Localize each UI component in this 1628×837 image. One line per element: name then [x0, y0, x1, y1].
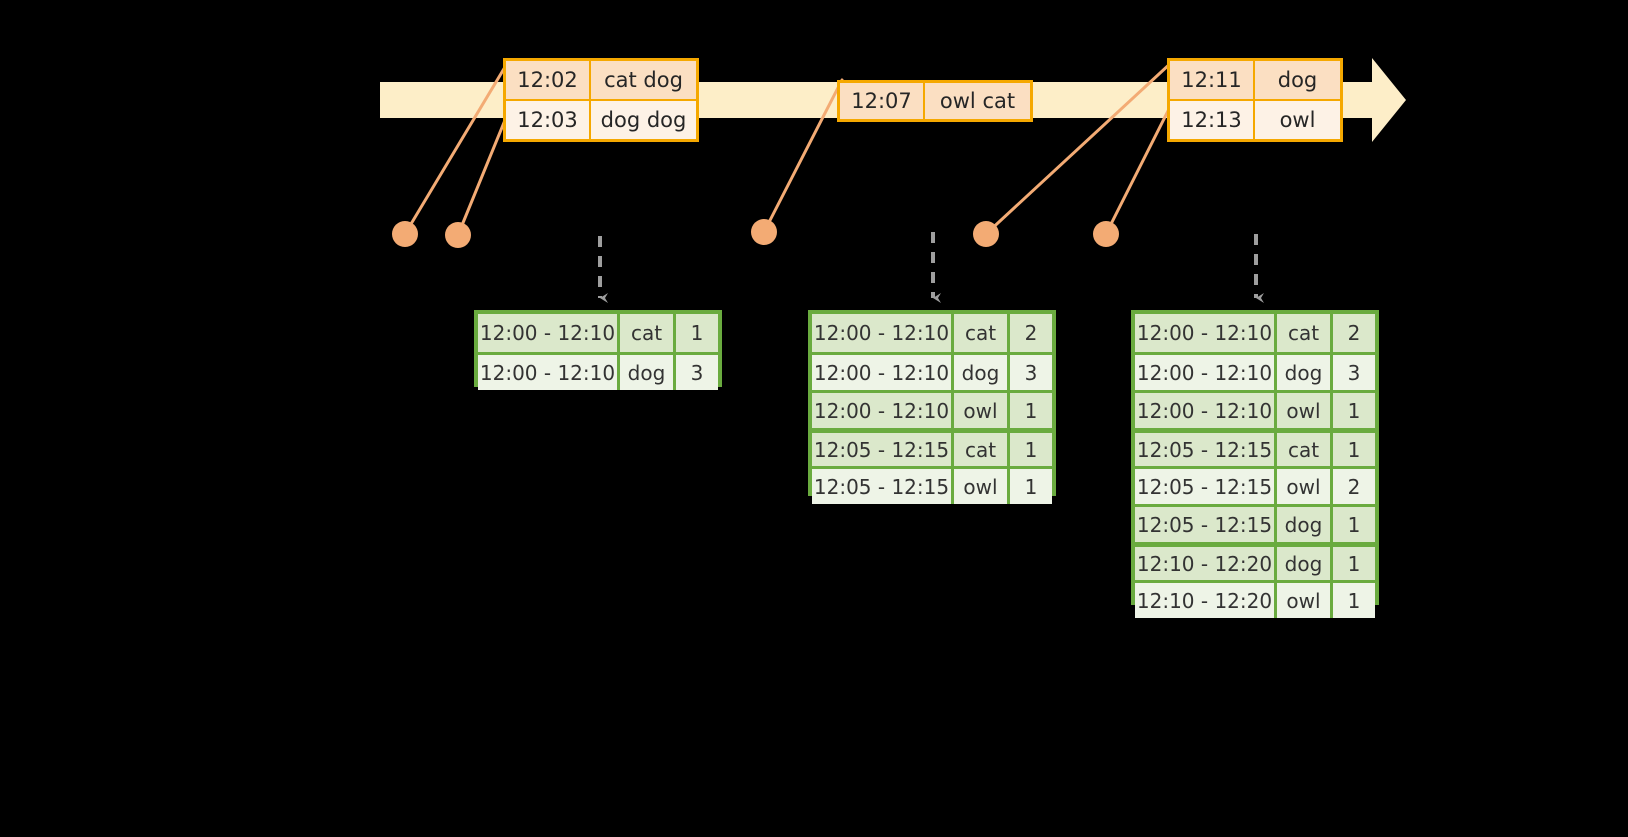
- event-time: 12:11: [1170, 61, 1255, 99]
- count-cell: 1: [1024, 437, 1038, 462]
- event-time: 12:13: [1170, 101, 1255, 139]
- event-words: owl cat: [939, 89, 1016, 113]
- word-cell: dog: [620, 355, 676, 390]
- word-cell: dog: [1277, 355, 1333, 390]
- event-box-1[interactable]: 12:02 cat dog 12:03 dog dog: [503, 58, 699, 142]
- count-cell: 1: [1347, 588, 1361, 613]
- count-cell: 1: [1024, 398, 1038, 423]
- event-dots: [392, 219, 1119, 248]
- event-box-3[interactable]: 12:11 dog 12:13 owl: [1167, 58, 1343, 142]
- count-cell: 1: [1347, 398, 1361, 423]
- event-words: owl: [1279, 108, 1316, 132]
- event-dot-1[interactable]: [392, 221, 418, 247]
- window-cell: 12:05 - 12:15: [1135, 507, 1277, 542]
- word-cell: owl: [1277, 583, 1333, 618]
- flow-arrows: [598, 232, 1264, 303]
- connector-5: [1104, 101, 1174, 236]
- window-cell: 12:00 - 12:10: [812, 393, 954, 428]
- word-cell: cat: [954, 314, 1010, 352]
- count-cell: 2: [1024, 321, 1038, 345]
- event-row: 12:07 owl cat: [840, 83, 1030, 119]
- word-cell: cat: [954, 433, 1010, 466]
- window-cell: 12:05 - 12:15: [812, 469, 954, 504]
- event-time: 12:02: [506, 61, 591, 99]
- connector-3: [762, 78, 844, 234]
- word-cell: owl: [1277, 393, 1333, 428]
- event-row: 12:02 cat dog: [506, 61, 696, 99]
- count-cell: 1: [1347, 551, 1361, 576]
- event-box-2[interactable]: 12:07 owl cat: [837, 80, 1033, 122]
- event-time: 12:03: [506, 101, 591, 139]
- word-cell: cat: [620, 314, 676, 352]
- window-cell: 12:00 - 12:10: [478, 355, 620, 390]
- event-dot-3[interactable]: [751, 219, 777, 245]
- window-cell: 12:05 - 12:15: [1135, 433, 1277, 466]
- window-cell: 12:10 - 12:20: [1135, 583, 1277, 618]
- event-dot-2[interactable]: [445, 222, 471, 248]
- window-cell: 12:00 - 12:10: [478, 314, 620, 352]
- word-cell: dog: [1277, 547, 1333, 580]
- window-cell: 12:00 - 12:10: [1135, 355, 1277, 390]
- event-dot-4[interactable]: [973, 221, 999, 247]
- event-row: 12:11 dog: [1170, 61, 1340, 99]
- window-cell: 12:05 - 12:15: [812, 433, 954, 466]
- word-cell: owl: [954, 393, 1010, 428]
- count-cell: 1: [690, 321, 704, 345]
- count-cell: 2: [1347, 474, 1361, 499]
- count-cell: 1: [1024, 474, 1038, 499]
- word-cell: cat: [1277, 433, 1333, 466]
- window-cell: 12:00 - 12:10: [1135, 393, 1277, 428]
- event-words: dog dog: [600, 108, 687, 132]
- count-cell: 3: [690, 360, 704, 385]
- word-cell: owl: [954, 469, 1010, 504]
- window-cell: 12:00 - 12:10: [1135, 314, 1277, 352]
- event-time: 12:07: [840, 83, 925, 119]
- count-cell: 1: [1347, 512, 1361, 537]
- word-cell: dog: [954, 355, 1010, 390]
- word-cell: dog: [1277, 507, 1333, 542]
- event-words: cat dog: [604, 68, 683, 92]
- window-cell: 12:10 - 12:20: [1135, 547, 1277, 580]
- window-cell: 12:00 - 12:10: [812, 355, 954, 390]
- window-cell: 12:00 - 12:10: [812, 314, 954, 352]
- word-cell: cat: [1277, 314, 1333, 352]
- event-row: 12:03 dog dog: [506, 99, 696, 139]
- window-cell: 12:05 - 12:15: [1135, 469, 1277, 504]
- count-cell: 2: [1347, 321, 1361, 345]
- event-words: dog: [1277, 68, 1318, 92]
- count-cell: 3: [1024, 360, 1038, 385]
- event-row: 12:13 owl: [1170, 99, 1340, 139]
- word-cell: owl: [1277, 469, 1333, 504]
- count-cell: 3: [1347, 360, 1361, 385]
- connector-1: [403, 60, 510, 236]
- event-dot-5[interactable]: [1093, 221, 1119, 247]
- count-cell: 1: [1347, 437, 1361, 462]
